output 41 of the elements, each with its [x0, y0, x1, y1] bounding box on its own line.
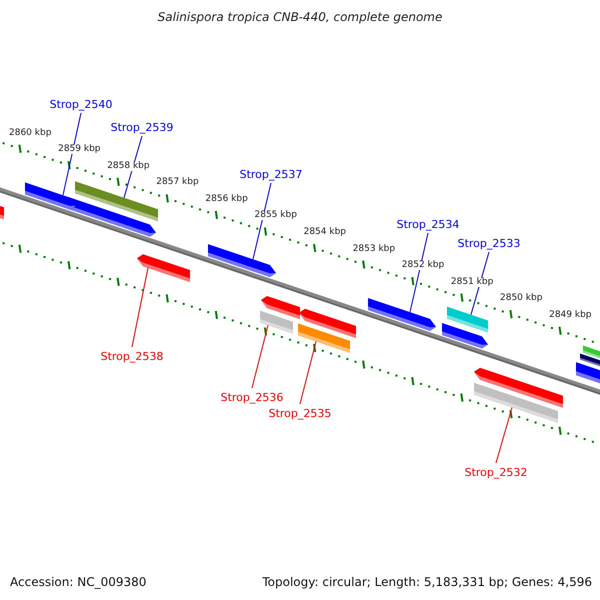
gene-bar: [474, 382, 558, 423]
footer-text: Accession: NC_009380: [10, 576, 146, 588]
gene-label: Strop_2536: [220, 392, 284, 403]
title: Salinispora tropica CNB-440, complete genome: [158, 11, 442, 23]
gene-label: Strop_2538: [100, 351, 164, 362]
leader-line: [252, 182, 272, 260]
gene-bar: [137, 254, 190, 282]
scale-label: 2851 kbp: [450, 278, 494, 287]
leader-line: [62, 112, 82, 196]
scale-label: 2850 kbp: [499, 294, 544, 304]
gene-label: Strop_2534: [396, 219, 460, 230]
gene-label: Strop_2540: [50, 99, 112, 110]
scale-label: 2855 kbp: [254, 211, 298, 220]
scale-label: 2859 kbp: [57, 145, 102, 154]
gene-label: Strop_2535: [268, 408, 332, 419]
leader-line: [496, 407, 512, 464]
footer-text: Topology: circular; Length: 5,183,331 bp; Genes: 4,596: [262, 576, 592, 588]
gene-bar: [208, 244, 276, 277]
scale-label: 2857 kbp: [155, 178, 200, 188]
leader-line: [132, 267, 148, 348]
leader-line: [252, 324, 268, 388]
leader-line: [300, 341, 316, 404]
leader-line: [470, 252, 490, 316]
scale-label: 2858 kbp: [106, 162, 151, 171]
scale-label: 2856 kbp: [204, 194, 249, 204]
gene-bar: [25, 182, 76, 210]
scale-label: 2852 kbp: [400, 261, 446, 270]
gene-label: Strop_2533: [458, 238, 520, 249]
gene-bar: [75, 181, 158, 222]
leader-line: [410, 232, 428, 313]
gene-bar: [260, 310, 293, 334]
scale-label: 2853 kbp: [352, 244, 396, 254]
scale-label: 2849 kbp: [548, 310, 592, 320]
scale-label: 2854 kbp: [302, 228, 347, 238]
scale-label: 2860 kbp: [8, 128, 52, 138]
gene-bar: [447, 306, 488, 332]
gene-label: Strop_2532: [464, 467, 528, 478]
gene-bar: [368, 298, 436, 331]
gene-bar: [298, 323, 350, 353]
gene-label: Strop_2539: [110, 122, 174, 133]
gene-label: Strop_2537: [240, 169, 302, 180]
